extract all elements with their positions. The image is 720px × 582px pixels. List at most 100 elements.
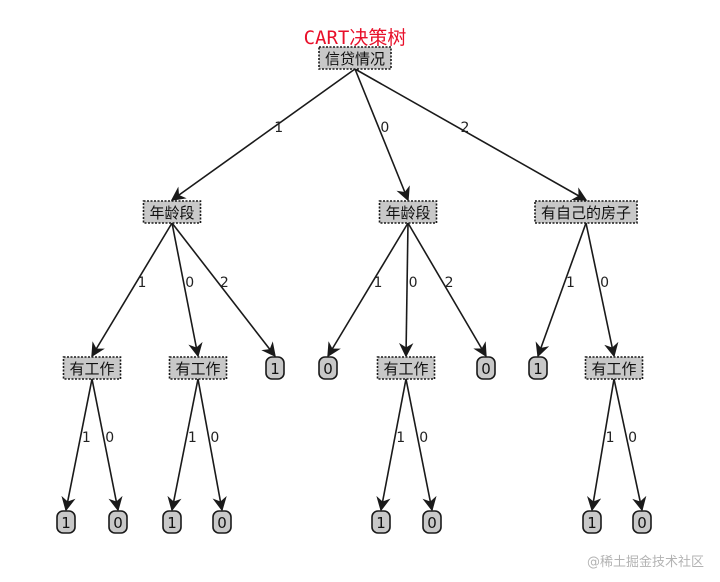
edge-label-c-c1: 1 <box>566 275 575 291</box>
node-box <box>62 356 122 380</box>
decision-node-a: 年龄段 <box>142 200 202 224</box>
edge-a-a2 <box>171 222 276 358</box>
node-box <box>318 46 392 70</box>
node-box <box>476 356 496 380</box>
node-label: 0 <box>481 360 491 378</box>
edge-label-root-b: 0 <box>380 120 389 136</box>
node-label: 有工作 <box>383 360 428 378</box>
leaf-node-b0r: 0 <box>422 510 442 534</box>
node-box <box>534 200 638 224</box>
node-label: 1 <box>587 514 597 532</box>
leaf-node-a1r: 0 <box>108 510 128 534</box>
node-label: 1 <box>167 514 177 532</box>
edge-a0-a0l <box>167 378 199 512</box>
node-label: 0 <box>637 514 647 532</box>
leaf-node-a1l: 1 <box>56 510 76 534</box>
leaf-node-b2: 0 <box>476 356 496 380</box>
decision-node-a0: 有工作 <box>168 356 228 380</box>
leaf-node-b0l: 1 <box>371 510 391 534</box>
node-box <box>108 510 128 534</box>
decision-node-c0: 有工作 <box>584 356 644 380</box>
edge-label-b0-b0l: 1 <box>396 430 405 446</box>
edge-label-root-a: 1 <box>274 120 283 136</box>
edge-label-b-b1: 1 <box>374 275 383 291</box>
edge-label-a1-a1l: 1 <box>82 430 91 446</box>
edge-label-a1-a1r: 0 <box>105 430 114 446</box>
edge-a0-a0r <box>197 378 227 512</box>
node-box <box>376 356 436 380</box>
node-label: 有工作 <box>69 360 114 378</box>
edge-label-c-c0: 0 <box>600 275 609 291</box>
edge-a-a1 <box>91 222 173 358</box>
node-label: 1 <box>376 514 386 532</box>
edge-label-a-a2: 2 <box>220 275 229 291</box>
edge-label-b0-b0r: 0 <box>419 430 428 446</box>
edge-a-a0 <box>171 222 203 358</box>
node-box <box>142 200 202 224</box>
decision-node-b: 年龄段 <box>378 200 438 224</box>
edge-label-b-b2: 2 <box>445 275 454 291</box>
node-box <box>378 200 438 224</box>
edge-c-c0 <box>585 222 619 358</box>
edge-label-root-c: 2 <box>460 120 469 136</box>
decision-node-a1: 有工作 <box>62 356 122 380</box>
diagram-title: CART决策树 <box>304 27 407 49</box>
edge-b-b1 <box>327 222 409 358</box>
node-box <box>528 356 548 380</box>
edge-label-a0-a0l: 1 <box>188 430 197 446</box>
edge-label-a0-a0r: 0 <box>210 430 219 446</box>
node-label: 信贷情况 <box>325 50 385 68</box>
decision-node-c: 有自己的房子 <box>534 200 638 224</box>
edge-label-a-a1: 1 <box>138 275 147 291</box>
node-label: 1 <box>270 360 280 378</box>
node-box <box>212 510 232 534</box>
node-label: 年龄段 <box>149 204 194 222</box>
edge-root-b <box>354 68 410 202</box>
node-label: 0 <box>113 514 123 532</box>
node-label: 1 <box>61 514 71 532</box>
edge-root-c <box>354 68 588 201</box>
node-box <box>632 510 652 534</box>
leaf-node-a2: 1 <box>265 356 285 380</box>
node-label: 1 <box>533 360 543 378</box>
leaf-node-a0r: 0 <box>212 510 232 534</box>
node-box <box>162 510 182 534</box>
edge-b0-b0l <box>376 378 407 512</box>
node-box <box>422 510 442 534</box>
leaf-node-a0l: 1 <box>162 510 182 534</box>
edge-b0-b0r <box>405 378 437 512</box>
decision-node-root: 信贷情况 <box>318 46 392 70</box>
node-box <box>56 510 76 534</box>
node-box <box>265 356 285 380</box>
node-label: 年龄段 <box>385 204 430 222</box>
node-label: 有自己的房子 <box>541 204 631 222</box>
leaf-node-c0r: 0 <box>632 510 652 534</box>
edge-label-c0-c0l: 1 <box>606 430 615 446</box>
leaf-node-b1: 0 <box>318 356 338 380</box>
edge-b-b2 <box>407 222 487 358</box>
edge-label-c0-c0r: 0 <box>628 430 637 446</box>
node-label: 0 <box>323 360 333 378</box>
leaf-node-c1: 1 <box>528 356 548 380</box>
edge-root-a <box>170 68 356 201</box>
edge-b-b0 <box>398 222 414 358</box>
edge-c0-c0l <box>587 378 615 512</box>
node-box <box>318 356 338 380</box>
node-label: 有工作 <box>175 360 220 378</box>
edge-c0-c0r <box>613 378 647 512</box>
decision-node-b0: 有工作 <box>376 356 436 380</box>
node-box <box>584 356 644 380</box>
node-box <box>168 356 228 380</box>
node-label: 0 <box>217 514 227 532</box>
edge-label-a-a0: 0 <box>185 275 194 291</box>
node-box <box>582 510 602 534</box>
edge-a1-a1r <box>91 378 123 512</box>
watermark: @稀土掘金技术社区 <box>586 555 704 570</box>
leaf-node-c0l: 1 <box>582 510 602 534</box>
node-label: 有工作 <box>591 360 636 378</box>
node-label: 0 <box>427 514 437 532</box>
edge-a1-a1l <box>61 378 93 512</box>
